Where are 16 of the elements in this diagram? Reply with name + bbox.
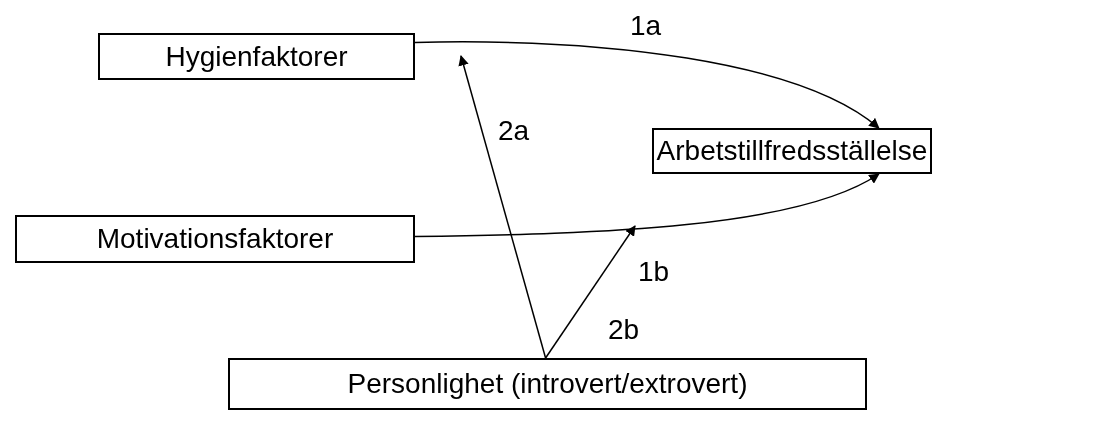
process-box — [652, 128, 932, 174]
node-label: Motivationsfaktorer — [96, 223, 334, 255]
arrow — [458, 55, 547, 359]
process-box — [15, 215, 415, 263]
edge-label: 2a — [498, 117, 530, 145]
edge-label: 1a — [630, 12, 662, 40]
process-box — [228, 358, 867, 410]
node-label: Personlighet (introvert/extrovert) — [347, 368, 748, 400]
process-box — [98, 33, 415, 80]
arrow — [544, 225, 636, 359]
edge-label: 2b — [608, 316, 640, 344]
arrow — [414, 173, 880, 238]
node-label: Arbetstillfredsställelse — [656, 135, 928, 167]
node-label: Hygienfaktorer — [165, 40, 348, 73]
edge-label: 1b — [638, 258, 670, 286]
arrow — [414, 41, 880, 129]
